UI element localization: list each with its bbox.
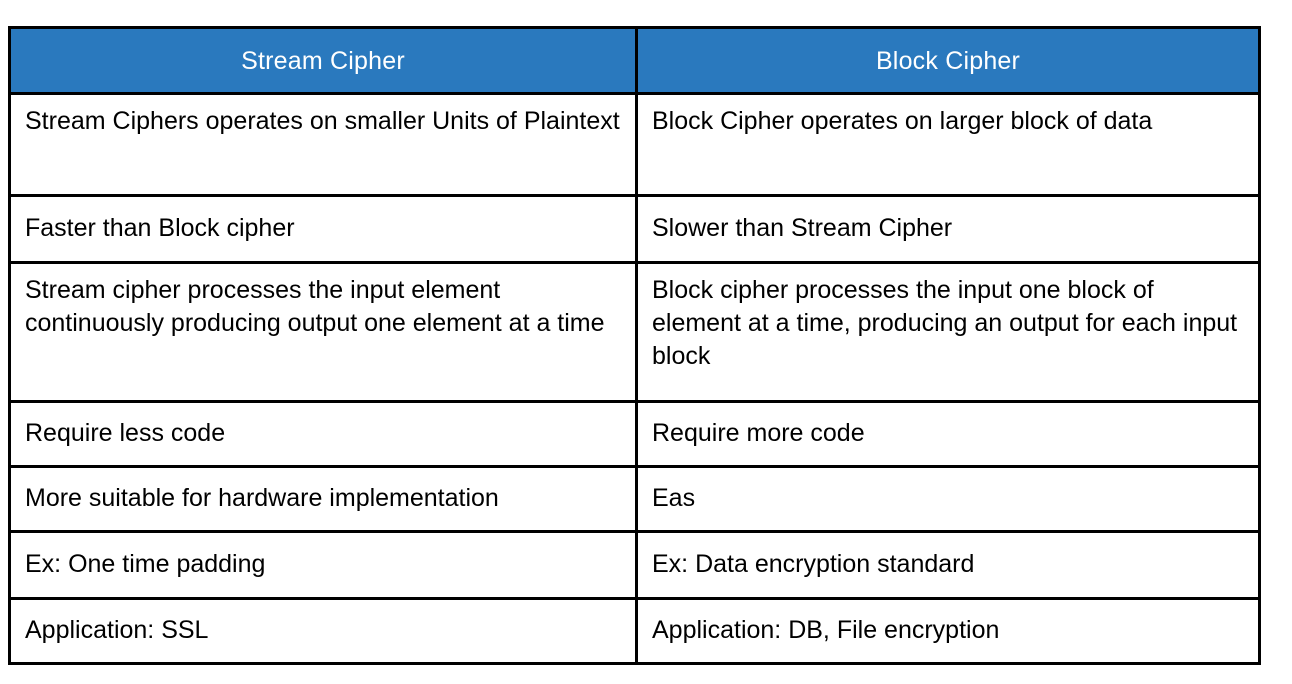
column-header-block-cipher: Block Cipher	[635, 26, 1261, 95]
cell-text: Faster than Block cipher	[25, 213, 295, 242]
cell-text: Require less code	[25, 418, 226, 447]
cell-block-7: Application: DB, File encryption	[635, 597, 1261, 665]
cell-stream-4: Require less code	[8, 400, 638, 468]
cell-text: Eas	[652, 483, 696, 512]
table-body: Stream Ciphers operates on smaller Units…	[8, 92, 1261, 665]
cell-block-3: Block cipher processes the input one blo…	[635, 261, 1261, 403]
table-row: Stream Ciphers operates on smaller Units…	[8, 92, 1261, 197]
cell-block-1: Block Cipher operates on larger block of…	[635, 92, 1261, 197]
cell-text: Application: DB, File encryption	[652, 615, 1000, 644]
cell-text: Ex: One time padding	[25, 549, 266, 578]
cell-text: Application: SSL	[25, 615, 209, 644]
cell-text: Stream Ciphers operates on smaller Units…	[25, 107, 620, 135]
table-row: Application: SSL Application: DB, File e…	[8, 597, 1261, 665]
cell-block-5: Eas	[635, 465, 1261, 533]
table-header: Stream Cipher Block Cipher	[8, 26, 1261, 95]
cell-block-4: Require more code	[635, 400, 1261, 468]
table-row: Faster than Block cipher Slower than Str…	[8, 194, 1261, 264]
cell-text: Block Cipher operates on larger block of…	[652, 107, 1153, 135]
table-row: Ex: One time padding Ex: Data encryption…	[8, 530, 1261, 600]
cell-text: Block cipher processes the input one blo…	[652, 276, 1238, 370]
cell-text: Require more code	[652, 418, 865, 447]
table-row: Stream cipher processes the input elemen…	[8, 261, 1261, 403]
table-row: Require less code Require more code	[8, 400, 1261, 468]
cell-stream-6: Ex: One time padding	[8, 530, 638, 600]
cell-stream-1: Stream Ciphers operates on smaller Units…	[8, 92, 638, 197]
cell-block-2: Slower than Stream Cipher	[635, 194, 1261, 264]
cell-text: Slower than Stream Cipher	[652, 213, 953, 242]
cell-text: Stream cipher processes the input elemen…	[25, 276, 605, 337]
table-row: More suitable for hardware implementatio…	[8, 465, 1261, 533]
cell-block-6: Ex: Data encryption standard	[635, 530, 1261, 600]
cell-stream-7: Application: SSL	[8, 597, 638, 665]
cell-stream-5: More suitable for hardware implementatio…	[8, 465, 638, 533]
cell-text: Ex: Data encryption standard	[652, 549, 975, 578]
cell-stream-3: Stream cipher processes the input elemen…	[8, 261, 638, 403]
cipher-comparison-table: Stream Cipher Block Cipher Stream Cipher…	[8, 26, 1261, 665]
table-header-row: Stream Cipher Block Cipher	[8, 26, 1261, 95]
column-header-stream-cipher: Stream Cipher	[8, 26, 638, 95]
cell-stream-2: Faster than Block cipher	[8, 194, 638, 264]
cell-text: More suitable for hardware implementatio…	[25, 483, 499, 512]
